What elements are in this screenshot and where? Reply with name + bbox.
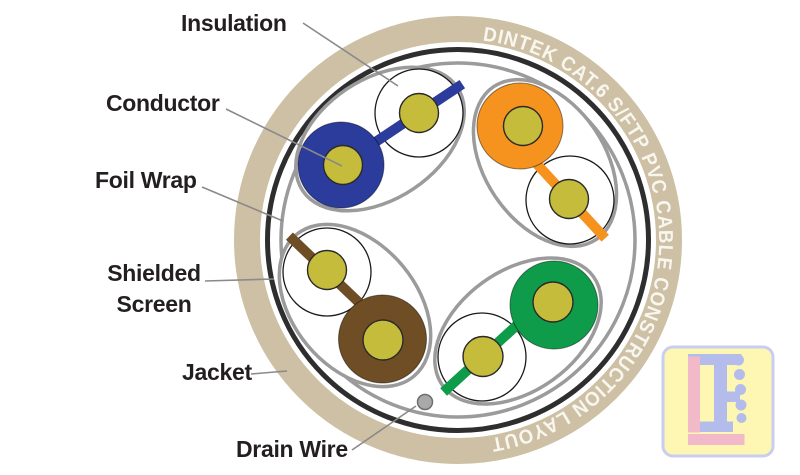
brand-logo [661,345,775,458]
pair-blue [294,65,466,213]
pair-green [433,256,603,406]
foil-wrap-ring [279,61,637,419]
label-insulation: Insulation [181,10,287,36]
pointer-line-shielded-screen [204,278,275,282]
label-jacket: Jacket [182,359,252,385]
pointer-line-foil-wrap [201,186,284,222]
logo-dot [735,384,746,395]
logo-dot [734,369,745,380]
pointer-lines [201,22,417,451]
conductor [322,144,364,186]
logo-dot [733,354,744,366]
logo-letter-b-low-arm [700,421,733,432]
drain-wire-dot [416,393,434,411]
jacket-ring [234,16,682,464]
conductor [362,319,404,361]
conductor [502,105,544,147]
pair-brown [277,222,433,389]
logo-letter-b-mid-arm [714,391,740,402]
shielded-screen-ring [265,47,651,433]
logo-letter-l-base [688,434,745,445]
pointer-line-insulation [302,22,399,87]
conductor [306,249,348,291]
conductor [398,92,440,134]
pointer-line-jacket [250,370,288,375]
label-drain-wire: Drain Wire [236,436,348,462]
pair-orange [471,77,619,249]
conductor [532,281,574,323]
conductor [462,335,504,378]
label-conductor: Conductor [106,90,220,116]
logo-dot [735,399,747,411]
label-foil-wrap: Foil Wrap [95,167,197,193]
logo-dot [736,413,747,423]
conductor [548,178,590,220]
pointer-line-drain-wire [351,405,417,451]
pointer-line-conductor [225,108,343,167]
logo-letter-l-stem [688,356,700,433]
label-shielded-screen: Shielded Screen [107,260,201,317]
